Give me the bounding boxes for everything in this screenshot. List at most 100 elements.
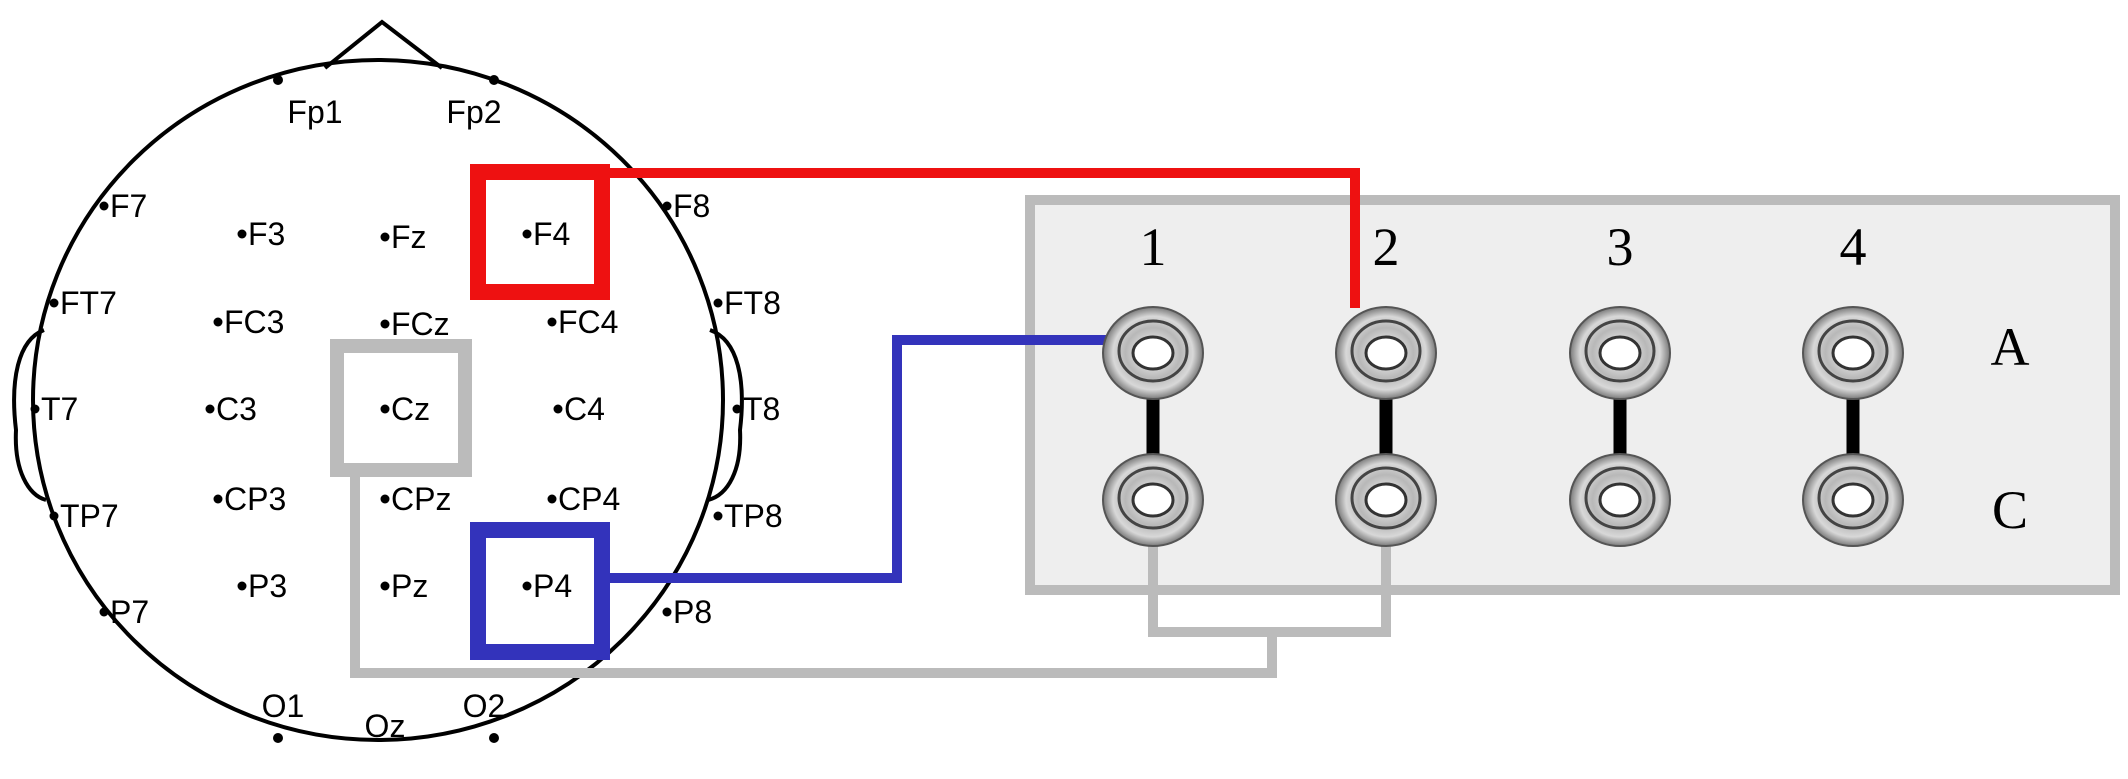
electrode-ft7: FT7 — [49, 285, 117, 321]
highlight-box-cz — [330, 339, 472, 477]
electrode-dot — [547, 494, 557, 504]
electrode-dot — [662, 201, 672, 211]
row-label-c: C — [1992, 480, 2028, 540]
column-label-1: 1 — [1140, 217, 1167, 277]
electrode-label: CPz — [391, 481, 451, 517]
red-wire — [602, 168, 1360, 308]
jack-4A[interactable] — [1802, 306, 1904, 400]
electrode-label: P3 — [248, 568, 287, 604]
jack-3A[interactable] — [1569, 306, 1671, 400]
electrode-dot — [237, 581, 247, 591]
head-outline — [31, 58, 725, 742]
jack-4C[interactable] — [1802, 453, 1904, 547]
head — [12, 19, 744, 742]
jack-2C[interactable] — [1335, 453, 1437, 547]
jack-1C[interactable] — [1102, 453, 1204, 547]
column-label-2: 2 — [1373, 217, 1400, 277]
electrode-t7: T7 — [30, 391, 78, 427]
electrode-f3: F3 — [237, 216, 285, 252]
head-markers — [273, 75, 499, 743]
electrode-label: C3 — [216, 391, 257, 427]
electrode-label: C4 — [564, 391, 605, 427]
electrode-cpz: CPz — [380, 481, 451, 517]
electrode-label: TP7 — [60, 498, 119, 534]
electrode-p7: P7 — [99, 594, 149, 630]
electrode-label: Pz — [391, 568, 428, 604]
electrode-p4: P4 — [522, 568, 572, 604]
electrode-fcz: FCz — [380, 306, 450, 342]
electrode-oz: Oz — [365, 708, 406, 744]
electrode-label: FCz — [391, 306, 450, 342]
electrode-o2: O2 — [463, 688, 506, 724]
electrode-cz: Cz — [380, 391, 430, 427]
electrode-label: FT8 — [724, 285, 781, 321]
electrode-c4: C4 — [553, 391, 605, 427]
electrode-fp1: Fp1 — [287, 94, 342, 130]
left-ear — [12, 328, 47, 502]
electrode-tp8: TP8 — [713, 498, 783, 534]
electrode-dot — [99, 607, 109, 617]
electrode-label: Fp1 — [287, 94, 342, 130]
electrode-f8: F8 — [662, 188, 710, 224]
jack-3C[interactable] — [1569, 453, 1671, 547]
electrode-dot — [732, 404, 742, 414]
row-label-a: A — [1991, 317, 2030, 377]
electrode-label: Oz — [365, 708, 406, 744]
electrode-t8: T8 — [732, 391, 780, 427]
electrode-f7: F7 — [99, 188, 147, 224]
electrode-label: Fz — [391, 219, 427, 255]
jack-2A[interactable] — [1335, 306, 1437, 400]
electrode-dot — [380, 232, 390, 242]
gray-wire — [350, 470, 1391, 678]
highlight-box-f4 — [470, 164, 610, 300]
electrode-label: F3 — [248, 216, 285, 252]
electrode-c3: C3 — [205, 391, 257, 427]
electrode-dot — [380, 494, 390, 504]
electrode-label: O1 — [262, 688, 305, 724]
electrode-label: T7 — [41, 391, 78, 427]
electrode-dot — [99, 201, 109, 211]
electrode-fp2: Fp2 — [446, 94, 501, 130]
electrode-label: P7 — [110, 594, 149, 630]
electrode-label: F7 — [110, 188, 147, 224]
electrode-pz: Pz — [380, 568, 428, 604]
electrode-dot — [205, 404, 215, 414]
nose — [323, 19, 444, 70]
jack-1A[interactable] — [1102, 306, 1204, 400]
electrode-dot — [662, 607, 672, 617]
electrode-label: Fp2 — [446, 94, 501, 130]
electrode-label: F8 — [673, 188, 710, 224]
electrode-dot — [49, 298, 59, 308]
electrode-p3: P3 — [237, 568, 287, 604]
electrode-cp4: CP4 — [547, 481, 620, 517]
electrode-dot — [213, 494, 223, 504]
electrode-label: FC4 — [558, 304, 618, 340]
electrode-label: FC3 — [224, 304, 284, 340]
right-ear — [707, 328, 744, 502]
blue-wire — [602, 335, 1113, 583]
electrode-dot — [30, 404, 40, 414]
electrode-dot — [713, 511, 723, 521]
electrode-dot — [380, 581, 390, 591]
electrode-label: F4 — [533, 216, 570, 252]
electrode-o1: O1 — [262, 688, 305, 724]
electrode-f4: F4 — [522, 216, 570, 252]
electrode-label: FT7 — [60, 285, 117, 321]
electrode-p8: P8 — [662, 594, 712, 630]
electrode-ft8: FT8 — [713, 285, 781, 321]
electrode-label: Cz — [391, 391, 430, 427]
electrode-dot — [553, 404, 563, 414]
electrode-dot — [522, 229, 532, 239]
electrode-dot — [380, 404, 390, 414]
electrode-dot — [713, 298, 723, 308]
electrode-dot — [49, 511, 59, 521]
electrode-dot — [522, 581, 532, 591]
electrode-dot — [237, 229, 247, 239]
electrode-dot — [380, 319, 390, 329]
electrode-fc3: FC3 — [213, 304, 284, 340]
electrode-label: P4 — [533, 568, 572, 604]
electrode-fc4: FC4 — [547, 304, 618, 340]
electrode-label: T8 — [743, 391, 780, 427]
electrode-label: O2 — [463, 688, 506, 724]
